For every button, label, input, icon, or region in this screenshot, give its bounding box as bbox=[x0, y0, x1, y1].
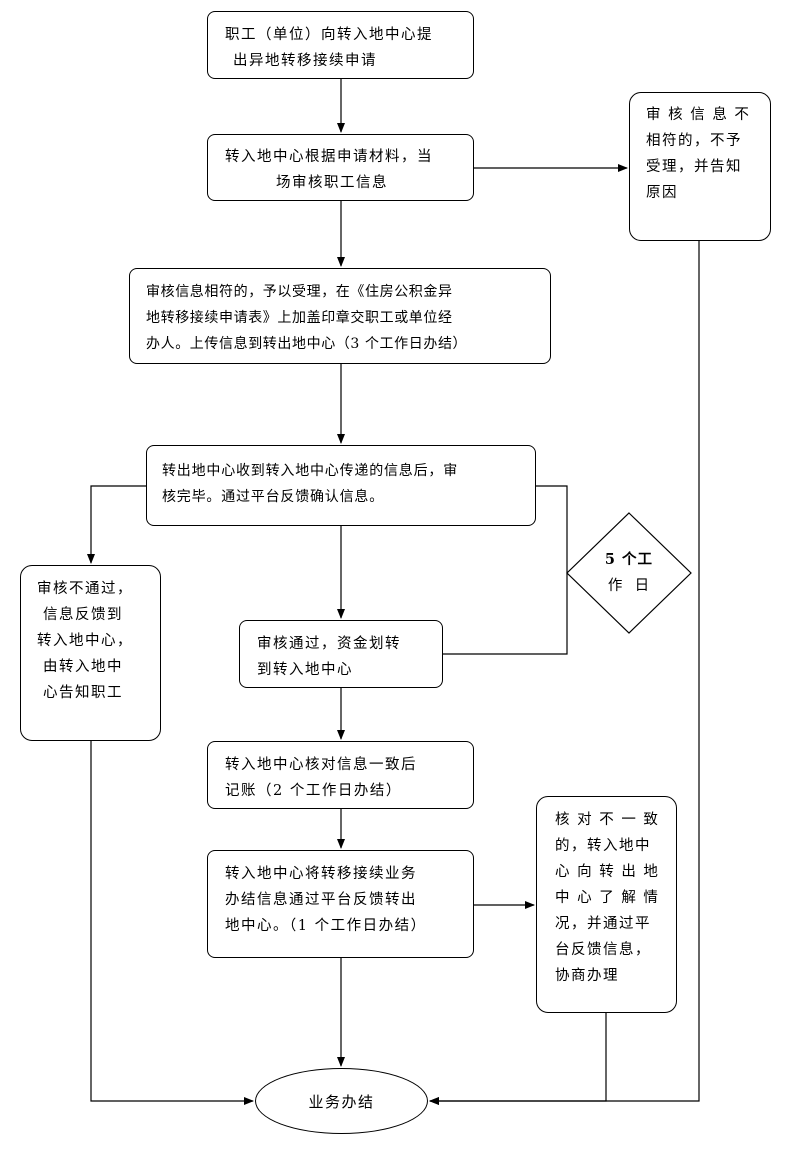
step-transfer-out-review-line-2: 核完毕。通过平台反馈确认信息。 bbox=[162, 489, 384, 505]
step-transfer-out-review-line-1: 转出地中心收到转入地中心传递的信息后，审 bbox=[162, 463, 458, 479]
fail-line-5: 心告知职工 bbox=[43, 685, 123, 701]
step-accept-line-1: 审核信息相符的，予以受理，在《住房公积金异 bbox=[146, 284, 453, 300]
step-verify-record-line-2: 记账（2 个工作日办结） bbox=[225, 783, 402, 799]
step-review-info-line-2: 场审核职工信息 bbox=[276, 175, 388, 191]
mismatch-line-4: 中 心 了 解 情 bbox=[555, 890, 660, 906]
mismatch-line-5: 况，并通过平 bbox=[555, 916, 651, 932]
mismatch-line-2: 的，转入地中 bbox=[555, 838, 651, 854]
step-verify-record-line-1: 转入地中心核对信息一致后 bbox=[225, 757, 417, 773]
step-verify-record: 转入地中心核对信息一致后 记账（2 个工作日办结） bbox=[207, 741, 474, 809]
step-funds-transfer-line-2: 到转入地中心 bbox=[257, 662, 353, 678]
step-feedback-complete-line-3: 地中心。（1 个工作日办结） bbox=[225, 918, 427, 934]
step-review-info-line-1: 转入地中心根据申请材料，当 bbox=[225, 149, 433, 165]
reject-box: 审 核 信 息 不 相符的，不予 受理，并告知 原因 bbox=[629, 92, 771, 241]
days-diamond-label: 5 个工 作 日 bbox=[589, 547, 669, 601]
mismatch-line-3: 心 向 转 出 地 bbox=[555, 864, 660, 880]
end-terminal-label: 业务办结 bbox=[308, 1092, 375, 1111]
mismatch-line-6: 台反馈信息， bbox=[555, 942, 651, 958]
step-transfer-out-review: 转出地中心收到转入地中心传递的信息后，审 核完毕。通过平台反馈确认信息。 bbox=[146, 445, 536, 526]
step-review-info: 转入地中心根据申请材料，当 场审核职工信息 bbox=[207, 134, 474, 201]
step-apply: 职工（单位）向转入地中心提 出异地转移接续申请 bbox=[207, 11, 474, 79]
connector-days-loop bbox=[443, 485, 568, 655]
days-line-1: 5 个工 bbox=[604, 551, 654, 568]
days-line-2: 作 日 bbox=[607, 578, 651, 594]
days-diamond bbox=[566, 512, 692, 634]
step-funds-transfer-line-1: 审核通过，资金划转 bbox=[257, 636, 401, 652]
step-apply-line-2: 出异地转移接续申请 bbox=[233, 53, 377, 69]
arrow-fail-to-end bbox=[90, 741, 254, 1105]
arrow-reject-to-end bbox=[429, 241, 700, 1105]
fail-line-1: 审核不通过， bbox=[37, 581, 133, 597]
reject-line-3: 受理，并告知 bbox=[646, 159, 742, 175]
arrow-n4-to-fail bbox=[87, 485, 146, 564]
reject-line-2: 相符的，不予 bbox=[646, 133, 742, 149]
arrow-mismatch-to-end bbox=[429, 1013, 607, 1105]
fail-line-2: 信息反馈到 bbox=[43, 607, 123, 623]
step-apply-line-1: 职工（单位）向转入地中心提 bbox=[225, 27, 433, 43]
step-accept: 审核信息相符的，予以受理，在《住房公积金异 地转移接续申请表》上加盖印章交职工或… bbox=[129, 268, 551, 364]
fail-box: 审核不通过， 信息反馈到 转入地中心， 由转入地中 心告知职工 bbox=[20, 565, 161, 741]
mismatch-box: 核 对 不 一 致 的，转入地中 心 向 转 出 地 中 心 了 解 情 况，并… bbox=[536, 796, 677, 1013]
fail-line-3: 转入地中心， bbox=[37, 633, 133, 649]
reject-line-4: 原因 bbox=[646, 185, 678, 201]
mismatch-line-1: 核 对 不 一 致 bbox=[555, 812, 660, 828]
step-feedback-complete: 转入地中心将转移接续业务 办结信息通过平台反馈转出 地中心。（1 个工作日办结） bbox=[207, 850, 474, 958]
step-funds-transfer: 审核通过，资金划转 到转入地中心 bbox=[239, 620, 443, 688]
step-accept-line-2: 地转移接续申请表》上加盖印章交职工或单位经 bbox=[146, 310, 453, 326]
mismatch-line-7: 协商办理 bbox=[555, 968, 619, 984]
step-feedback-complete-line-2: 办结信息通过平台反馈转出 bbox=[225, 892, 417, 908]
end-terminal: 业务办结 bbox=[255, 1068, 428, 1134]
step-feedback-complete-line-1: 转入地中心将转移接续业务 bbox=[225, 866, 417, 882]
reject-line-1: 审 核 信 息 不 bbox=[646, 107, 751, 123]
fail-line-4: 由转入地中 bbox=[43, 659, 123, 675]
step-accept-line-3: 办人。上传信息到转出地中心（3 个工作日办结） bbox=[146, 336, 468, 352]
